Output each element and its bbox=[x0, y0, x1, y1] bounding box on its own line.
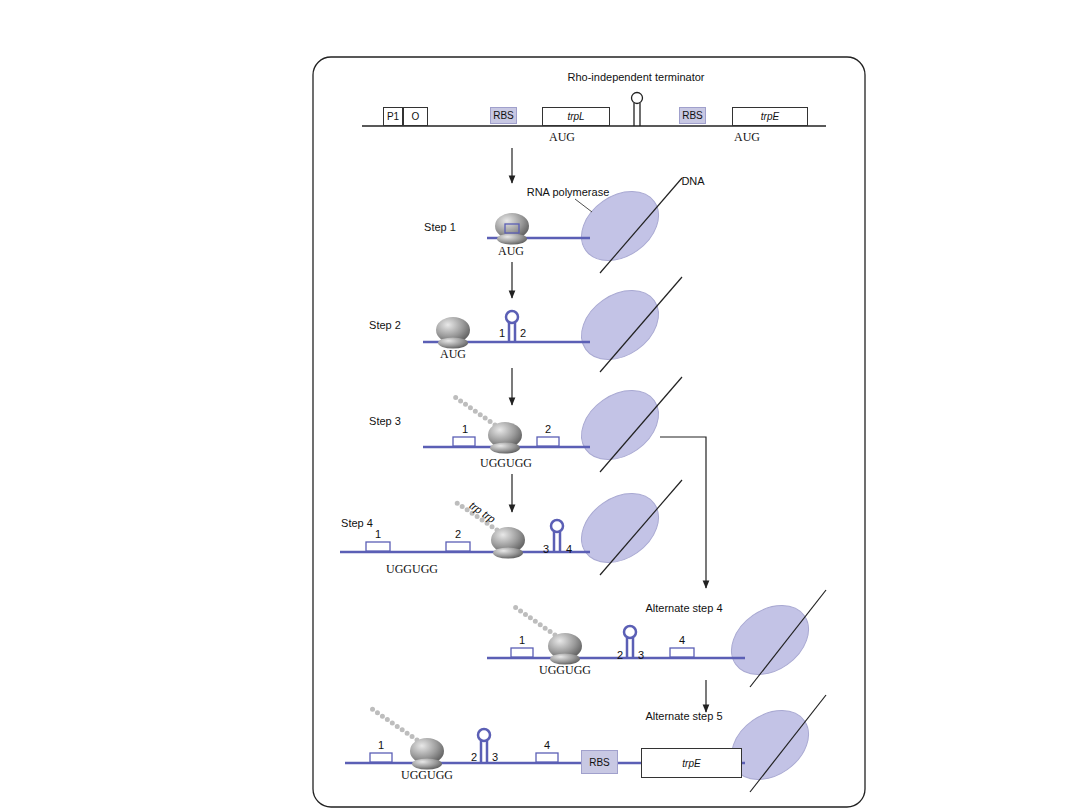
codon: AUG bbox=[734, 131, 760, 143]
box-label: trpL bbox=[567, 111, 584, 122]
step-label: Alternate step 5 bbox=[645, 711, 722, 722]
box-label: RBS bbox=[493, 110, 514, 121]
box-label: RBS bbox=[682, 110, 703, 121]
region-number: 1 bbox=[462, 424, 468, 435]
codon: AUG bbox=[498, 245, 524, 257]
region-number: 1 bbox=[378, 740, 384, 751]
region-number: 3 bbox=[638, 650, 644, 661]
region-number: 1 bbox=[519, 635, 525, 646]
binding-site-box: RBS bbox=[581, 750, 618, 774]
region-number: 3 bbox=[492, 752, 498, 763]
region-number: 2 bbox=[471, 752, 477, 763]
frame bbox=[313, 57, 865, 807]
region-number: 2 bbox=[455, 529, 461, 540]
part-name: RNA polymerase bbox=[527, 187, 610, 198]
step-label: Alternate step 4 bbox=[645, 603, 722, 614]
box-label: O bbox=[412, 111, 420, 122]
region-number: 1 bbox=[375, 529, 381, 540]
codon: AUG bbox=[440, 348, 466, 360]
codon: UGGUGG bbox=[480, 457, 532, 469]
region-number: 4 bbox=[544, 740, 550, 751]
gene-box: trpE bbox=[641, 748, 742, 778]
part-name: DNA bbox=[681, 176, 704, 187]
region-number: 1 bbox=[499, 328, 505, 339]
box-label: RBS bbox=[589, 757, 610, 768]
box-label: P1 bbox=[387, 111, 399, 122]
codon: UGGUGG bbox=[386, 563, 438, 575]
gene-box: P1 bbox=[383, 107, 403, 126]
region-number: 3 bbox=[543, 544, 549, 555]
region-number: 2 bbox=[545, 424, 551, 435]
step-label: Step 3 bbox=[369, 416, 401, 427]
region-number: 2 bbox=[617, 650, 623, 661]
gene-box: O bbox=[403, 107, 428, 126]
region-number: 4 bbox=[566, 544, 572, 555]
step-label: Step 1 bbox=[424, 222, 456, 233]
binding-site-box: RBS bbox=[679, 107, 706, 124]
step-label: Step 2 bbox=[369, 320, 401, 331]
box-label: trpE bbox=[761, 111, 779, 122]
step-label: Step 4 bbox=[341, 518, 373, 529]
region-number: 2 bbox=[520, 328, 526, 339]
codon: UGGUGG bbox=[401, 769, 453, 781]
gene-box: trpE bbox=[732, 107, 808, 126]
callout-text: Rho-independent terminator bbox=[568, 72, 705, 83]
codon: UGGUGG bbox=[539, 664, 591, 676]
codon: AUG bbox=[549, 131, 575, 143]
region-number: 4 bbox=[679, 635, 685, 646]
box-label: trpE bbox=[682, 758, 700, 769]
binding-site-box: RBS bbox=[490, 107, 517, 124]
gene-box: trpL bbox=[542, 107, 610, 126]
